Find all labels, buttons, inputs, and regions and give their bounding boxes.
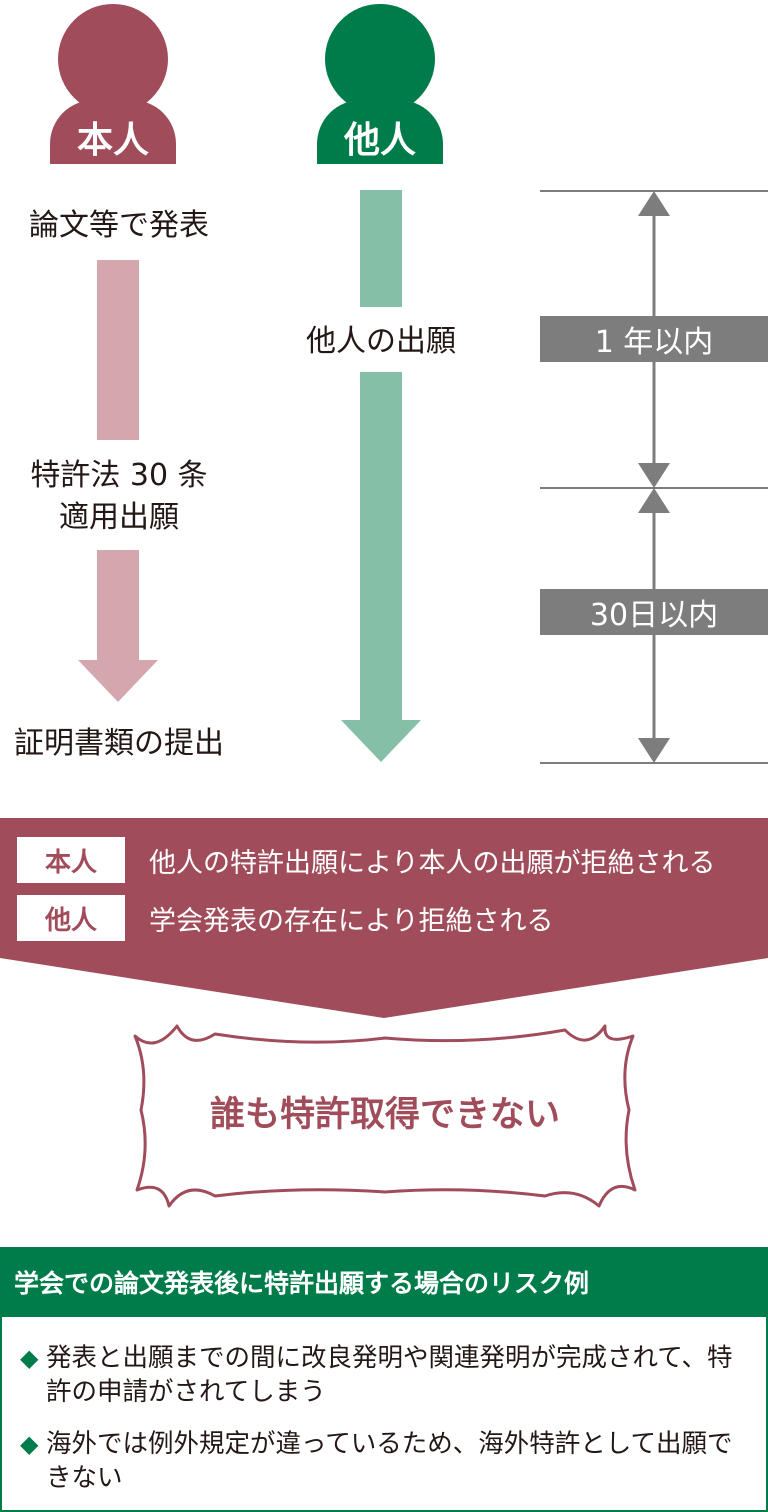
risk-item: ◆ 海外では例外規定が違っているため、海外特許として出願できない bbox=[16, 1427, 752, 1495]
self-person-head bbox=[58, 4, 168, 114]
outcome-row-other: 他人 学会発表の存在により拒絶される bbox=[17, 895, 553, 941]
risk-list: ◆ 発表と出願までの間に改良発明や関連発明が完成されて、特許の申請がされてしまう… bbox=[0, 1317, 768, 1512]
self-flow-arrow bbox=[78, 550, 158, 702]
risk-item-text: 海外では例外規定が違っているため、海外特許として出願できない bbox=[46, 1429, 733, 1493]
timeline-diagram bbox=[78, 190, 768, 764]
risk-header: 学会での論文発表後に特許出願する場合のリスク例 bbox=[0, 1247, 768, 1317]
self-step-publish: 論文等で発表 bbox=[29, 208, 209, 243]
outcome-row-self: 本人 他人の特許出願により本人の出願が拒絶される bbox=[17, 837, 715, 883]
risk-item: ◆ 発表と出願までの間に改良発明や関連発明が完成されて、特許の申請がされてしまう bbox=[16, 1341, 752, 1409]
outcome-text-other: 学会発表の存在により拒絶される bbox=[149, 905, 554, 937]
interval-2-arrow-down bbox=[638, 738, 670, 763]
other-person-head bbox=[325, 4, 435, 114]
self-flow-bar-1 bbox=[97, 260, 139, 440]
self-step-certificate: 証明書類の提出 bbox=[14, 726, 224, 761]
interval-2-label: 30日以内 bbox=[540, 589, 768, 635]
outcome-text-self: 他人の特許出願により本人の出願が拒絶される bbox=[149, 847, 716, 879]
outcome-tag-self: 本人 bbox=[17, 837, 125, 883]
self-step-article30-line1: 特許法 30 条 bbox=[30, 458, 208, 493]
diamond-bullet-icon: ◆ bbox=[20, 1344, 39, 1372]
other-flow-bar-1 bbox=[360, 190, 402, 307]
other-step-application: 他人の出願 bbox=[306, 324, 456, 359]
interval-1-label: 1 年以内 bbox=[540, 316, 768, 362]
outcome-banner bbox=[0, 818, 768, 1018]
other-flow-arrow bbox=[341, 372, 421, 762]
diamond-bullet-icon: ◆ bbox=[20, 1430, 39, 1458]
interval-1-arrow-up bbox=[638, 191, 670, 216]
self-person-label: 本人 bbox=[50, 100, 176, 164]
risk-item-text: 発表と出願までの間に改良発明や関連発明が完成されて、特許の申請がされてしまう bbox=[46, 1343, 733, 1407]
interval-1-arrow-down bbox=[638, 463, 670, 488]
result-cloud-shape bbox=[133, 1024, 637, 1208]
result-text: 誰も特許取得できない bbox=[209, 1095, 560, 1135]
other-person-label: 他人 bbox=[317, 100, 443, 164]
interval-2-arrow-up bbox=[638, 488, 670, 513]
self-step-article30-line2: 適用出願 bbox=[59, 500, 179, 535]
outcome-tag-other: 他人 bbox=[17, 895, 125, 941]
